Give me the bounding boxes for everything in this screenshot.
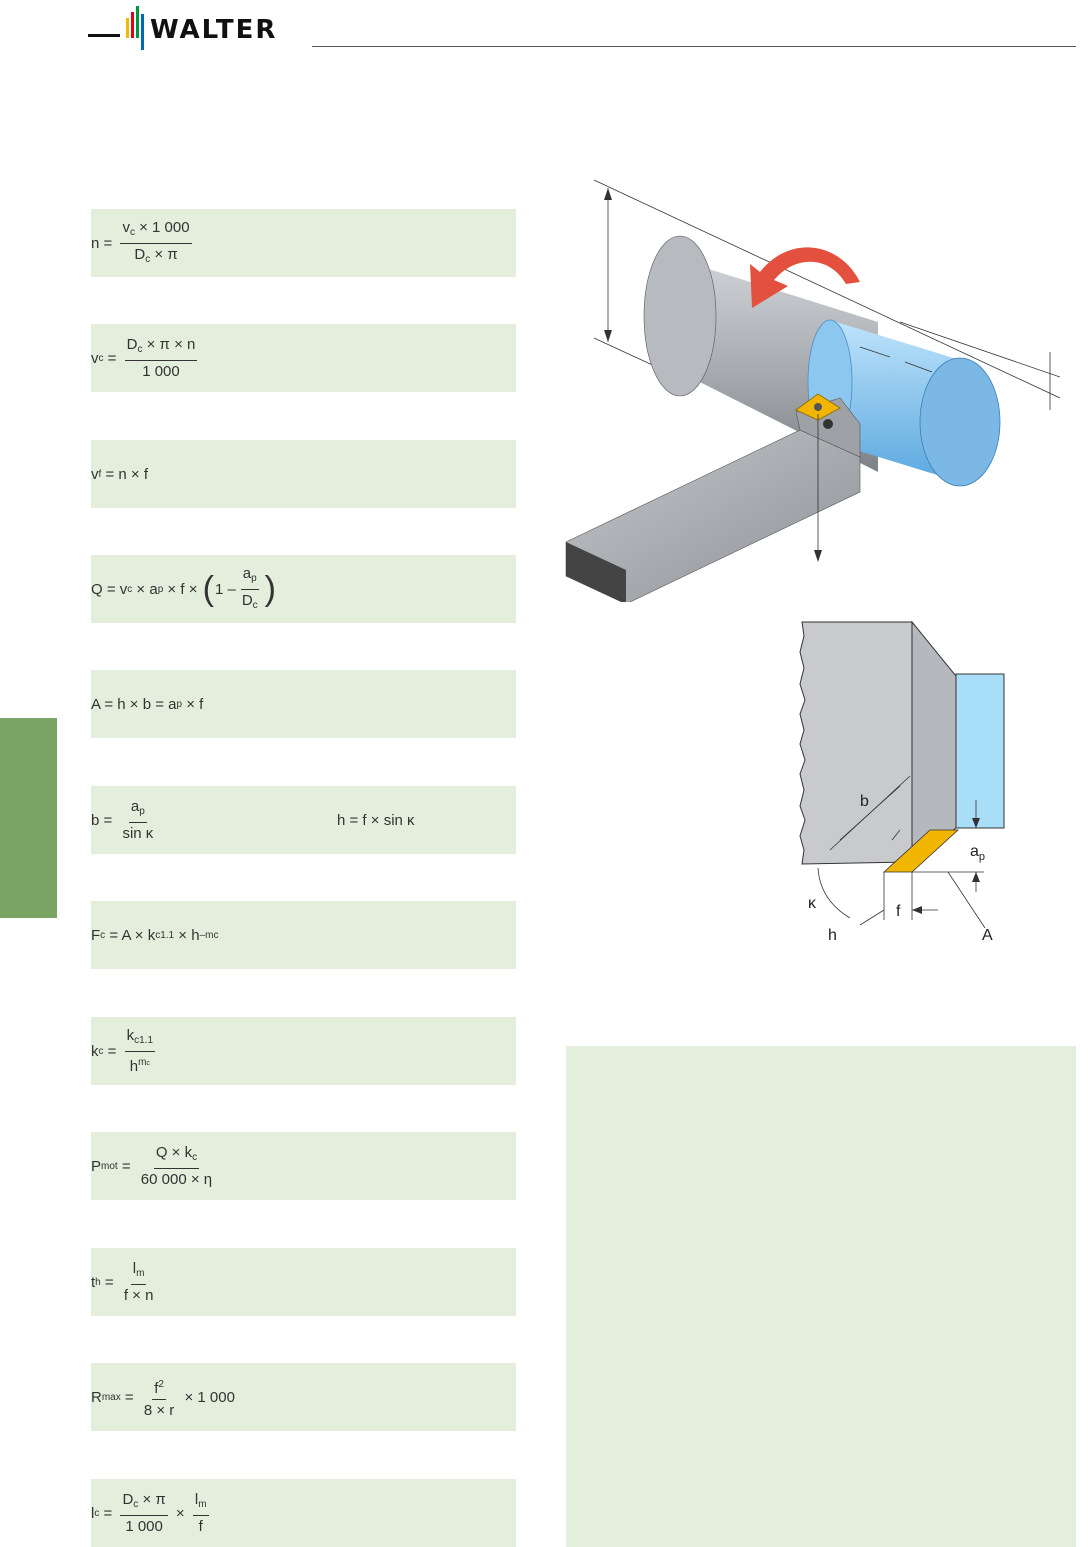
fraction: Dc × π × n 1 000 <box>124 336 198 380</box>
formula-n: n = vc × 1 000 Dc × π <box>91 209 196 277</box>
logo-dash <box>88 34 120 37</box>
label-h: h <box>828 927 837 944</box>
logo-bar-red <box>131 12 134 38</box>
logo-bar-blue <box>141 14 144 50</box>
label-kappa: κ <box>808 895 817 912</box>
rotation-arrow <box>750 247 860 308</box>
dim-line-top <box>593 179 1060 399</box>
formula-h: h = f × sin κ <box>337 811 415 829</box>
label-f: f <box>896 903 901 920</box>
turning-illustration <box>565 179 1060 602</box>
fraction: Dc × π 1 000 <box>120 1491 168 1535</box>
fraction: ap sin κ <box>122 798 154 842</box>
label-b: b <box>860 793 869 810</box>
walter-logo: WALTER <box>88 4 298 50</box>
fraction: Q × kc 60 000 × η <box>140 1144 213 1188</box>
label-a: A <box>982 927 993 944</box>
fraction: lm f × n <box>123 1260 154 1304</box>
formula-box-b-h: b = ap sin κ h = f × sin κ <box>91 786 516 854</box>
fraction: kc1.1 hmc <box>124 1027 156 1075</box>
side-tab <box>0 718 57 918</box>
logo-wordmark: WALTER <box>150 15 278 45</box>
formula-box-n-inner: n = vc × 1 000 Dc × π <box>91 209 516 277</box>
removed-material <box>955 673 1005 829</box>
chip-area <box>882 829 960 873</box>
logo-bar-green <box>136 6 139 38</box>
logo-bar-yellow <box>126 18 129 38</box>
fraction: lm f <box>192 1491 209 1535</box>
workpiece-section <box>799 621 913 865</box>
fraction: f2 8 × r <box>142 1376 176 1419</box>
header-rule <box>312 46 1076 47</box>
n-lhs: n <box>91 234 100 252</box>
formula-b: b = ap sin κ <box>91 798 154 842</box>
fraction: ap Dc <box>240 564 259 611</box>
notes-box <box>566 1046 1076 1547</box>
fraction: vc × 1 000 Dc × π <box>120 218 192 265</box>
chip-section-diagram: b ap κ h f A <box>799 620 1005 944</box>
label-ap: ap <box>970 843 985 863</box>
